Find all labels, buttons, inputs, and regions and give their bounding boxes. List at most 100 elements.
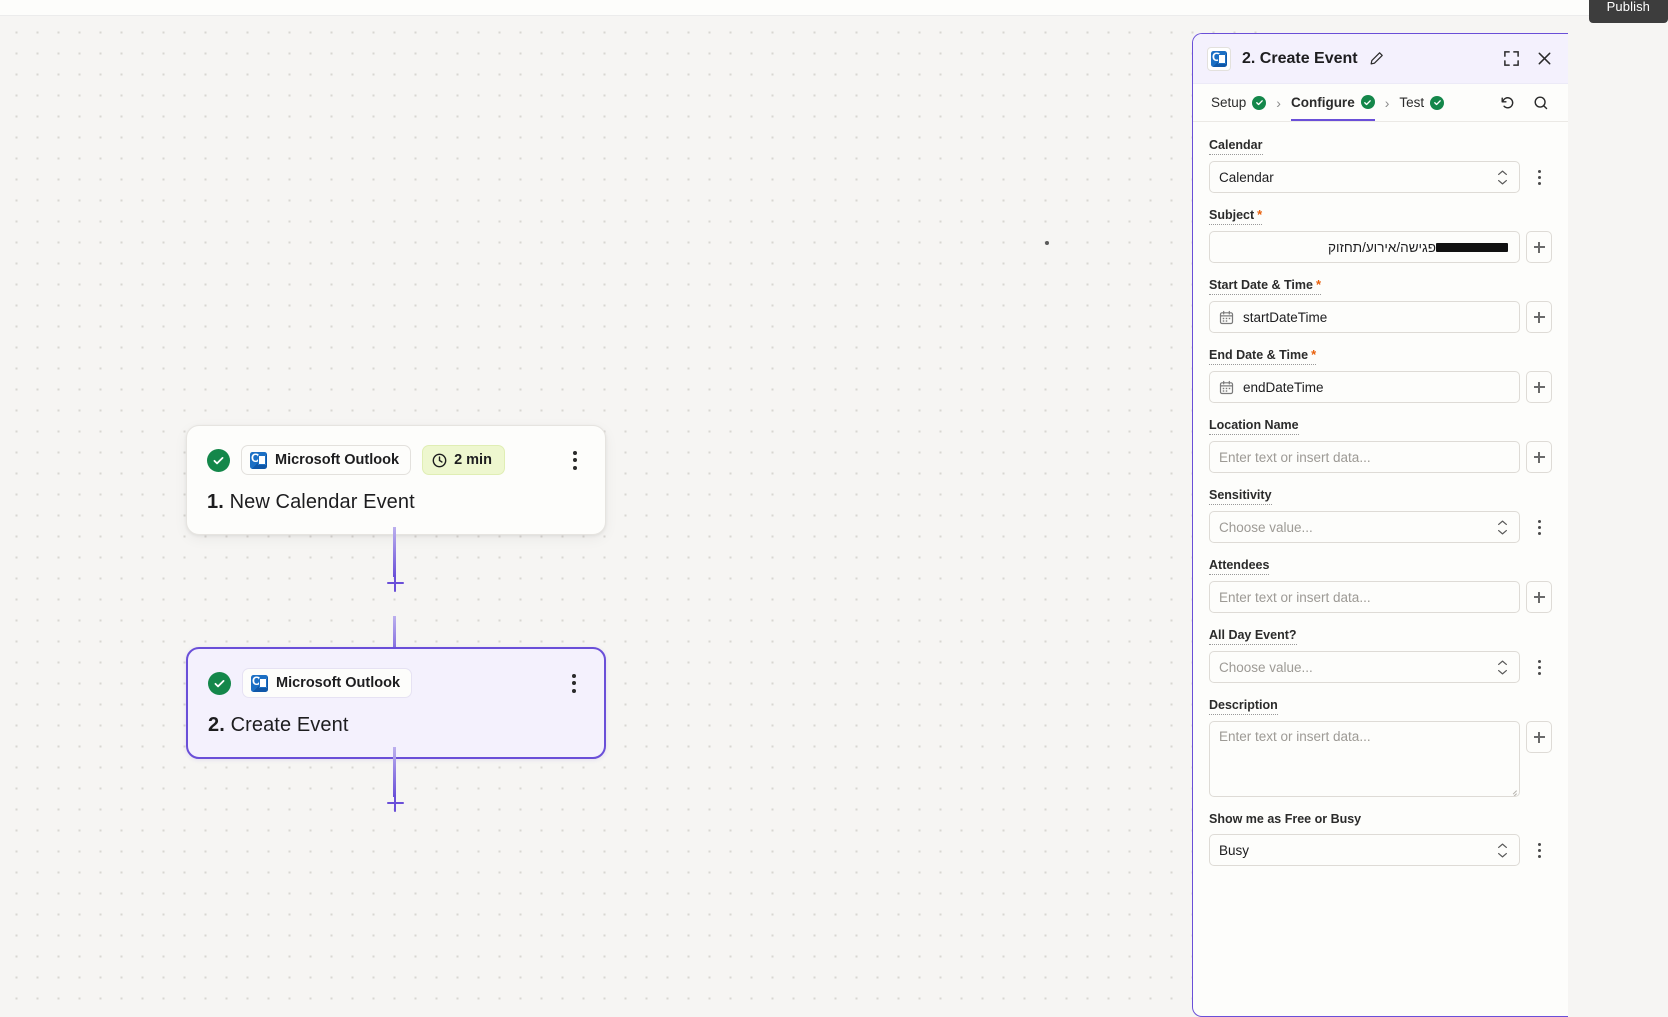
outlook-icon: [1207, 46, 1231, 71]
stepper-icon[interactable]: [1495, 660, 1510, 675]
status-check-icon: [207, 448, 230, 472]
app-chip[interactable]: Microsoft Outlook: [241, 445, 412, 475]
field-control: Enter text or insert data...: [1209, 441, 1552, 473]
field-label: Show me as Free or Busy: [1209, 812, 1362, 826]
panel-header: 2. Create Event: [1193, 34, 1568, 84]
field-value: Busy: [1219, 842, 1250, 858]
field-control: Calendar: [1209, 161, 1552, 193]
field-control: פגישה/אירוע/תחזוק: [1209, 231, 1552, 263]
select-input[interactable]: Calendar: [1209, 161, 1520, 193]
field-control: startDateTime: [1209, 301, 1552, 333]
select-input[interactable]: Choose value...: [1209, 651, 1520, 683]
text-input[interactable]: פגישה/אירוע/תחזוק: [1209, 231, 1520, 263]
stepper-icon[interactable]: [1495, 170, 1510, 185]
node-index: 2.: [208, 714, 225, 736]
field-control: Enter text or insert data...: [1209, 581, 1552, 613]
insert-data-button[interactable]: [1526, 371, 1552, 403]
text-input[interactable]: Enter text or insert data...: [1209, 581, 1520, 613]
app-name: Microsoft Outlook: [276, 675, 401, 691]
step-label: Setup: [1211, 95, 1247, 110]
text-input[interactable]: Enter text or insert data...: [1209, 441, 1520, 473]
node-index: 1.: [207, 491, 224, 513]
step-config-panel: 2. Create Event Setup: [1192, 33, 1568, 1017]
step-test[interactable]: Test: [1399, 95, 1445, 119]
workflow-node-2[interactable]: Microsoft Outlook 2. Create Event: [186, 647, 606, 759]
panel-header-actions: [1502, 49, 1554, 68]
field-value: startDateTime: [1243, 309, 1328, 325]
publish-button[interactable]: Publish: [1588, 0, 1668, 23]
close-icon[interactable]: [1535, 49, 1554, 68]
field-label: End Date & Time*: [1209, 347, 1317, 365]
add-step-button-2[interactable]: [384, 792, 406, 814]
field-menu-button[interactable]: [1526, 834, 1552, 866]
step-label: Test: [1399, 95, 1425, 110]
clock-icon: [432, 453, 447, 467]
field-placeholder: Enter text or insert data...: [1219, 729, 1371, 744]
field-label: Location Name: [1209, 418, 1299, 435]
insert-data-button[interactable]: [1526, 441, 1552, 473]
step-breadcrumb: Setup › Configure › Test: [1193, 84, 1568, 122]
undo-icon[interactable]: [1498, 93, 1517, 112]
textarea-input[interactable]: Enter text or insert data...: [1209, 721, 1520, 797]
field-all-day-event: All Day Event? Choose value...: [1209, 626, 1552, 683]
field-control: Enter text or insert data...: [1209, 721, 1552, 797]
pencil-icon[interactable]: [1369, 51, 1384, 66]
field-label: Calendar: [1209, 138, 1263, 155]
field-end-date-time: End Date & Time* endDateTime: [1209, 346, 1552, 403]
select-input[interactable]: Choose value...: [1209, 511, 1520, 543]
duration-chip: 2 min: [422, 445, 505, 475]
duration-label: 2 min: [454, 452, 492, 468]
step-configure[interactable]: Configure: [1290, 95, 1375, 121]
redaction-bar: [1436, 243, 1508, 253]
field-menu-button[interactable]: [1526, 511, 1552, 543]
insert-data-button[interactable]: [1526, 581, 1552, 613]
insert-data-button[interactable]: [1526, 721, 1552, 753]
node-menu-button[interactable]: [564, 671, 584, 695]
step-setup[interactable]: Setup: [1211, 95, 1267, 119]
text-input[interactable]: startDateTime: [1209, 301, 1520, 333]
insert-data-button[interactable]: [1526, 231, 1552, 263]
expand-icon[interactable]: [1502, 49, 1521, 68]
field-value: endDateTime: [1243, 379, 1324, 395]
field-menu-button[interactable]: [1526, 161, 1552, 193]
stepper-icon[interactable]: [1495, 520, 1510, 535]
select-input[interactable]: Busy: [1209, 834, 1520, 866]
workflow-node-1[interactable]: Microsoft Outlook 2 min 1. New Calendar …: [186, 425, 606, 535]
chevron-right-icon: ›: [1384, 94, 1390, 111]
node-title: 2. Create Event: [208, 714, 584, 737]
required-marker: *: [1257, 207, 1263, 222]
field-subject: Subject*פגישה/אירוע/תחזוק: [1209, 206, 1552, 263]
node-title: 1. New Calendar Event: [207, 491, 585, 514]
resize-handle[interactable]: [1508, 785, 1517, 794]
field-label: Attendees: [1209, 558, 1270, 575]
workflow-canvas[interactable]: Microsoft Outlook 2 min 1. New Calendar …: [0, 16, 1268, 1017]
stepper-icon[interactable]: [1495, 843, 1510, 858]
refresh-icon[interactable]: [1531, 93, 1550, 112]
app-chip[interactable]: Microsoft Outlook: [242, 668, 413, 698]
node-header: Microsoft Outlook: [208, 668, 584, 698]
node-menu-button[interactable]: [565, 448, 585, 472]
field-control: Choose value...: [1209, 511, 1552, 543]
insert-data-button[interactable]: [1526, 301, 1552, 333]
outlook-icon: [251, 674, 268, 692]
connector-line-2: [393, 616, 396, 664]
add-step-button-1[interactable]: [384, 572, 406, 594]
text-input[interactable]: endDateTime: [1209, 371, 1520, 403]
field-label: All Day Event?: [1209, 628, 1297, 645]
field-menu-button[interactable]: [1526, 651, 1552, 683]
outlook-icon: [250, 451, 267, 469]
status-check-icon: [208, 671, 231, 695]
calendar-icon: [1219, 380, 1234, 394]
required-marker: *: [1315, 277, 1322, 292]
required-marker: *: [1311, 347, 1317, 362]
calendar-icon: [1219, 310, 1234, 324]
canvas-cursor-dot: [1045, 241, 1049, 245]
field-placeholder: Choose value...: [1219, 519, 1313, 535]
top-bar: Publish: [0, 0, 1668, 23]
field-placeholder: Choose value...: [1219, 659, 1313, 675]
chevron-right-icon: ›: [1276, 94, 1281, 111]
